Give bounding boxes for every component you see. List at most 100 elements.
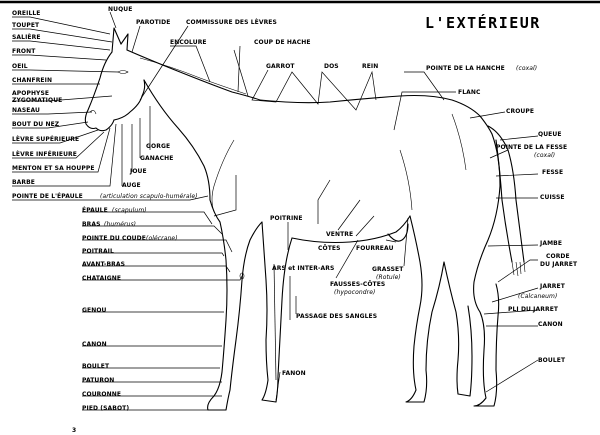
neck-underside <box>143 79 211 201</box>
label-corde-1: CORDE <box>546 253 570 260</box>
label-poitrine: POITRINE <box>270 215 303 222</box>
label-epaule-note: (scapulum) <box>112 207 147 214</box>
label-pointe-hanche: POINTE DE LA HANCHE <box>426 65 505 72</box>
label-ventre: VENTRE <box>326 231 353 238</box>
front-leg-near-back <box>229 221 263 391</box>
label-couronne: COURONNE <box>82 391 121 398</box>
label-levre-inf: LÈVRE INFÉRIEURE <box>12 150 77 158</box>
label-pointe-hanche-note: (coxal) <box>516 65 537 72</box>
label-boulet-left: BOULET <box>82 363 110 370</box>
label-front: FRONT <box>12 48 36 55</box>
haunch-line <box>451 113 467 171</box>
label-menton: MENTON ET SA HOUPPE <box>12 165 95 172</box>
label-pointe-epaule-note: (articulation scapulo-humérale) <box>100 193 198 200</box>
label-rein: REIN <box>362 63 378 70</box>
label-oreille: OREILLE <box>12 10 41 17</box>
label-parotide: PAROTIDE <box>136 19 170 26</box>
label-bras-note: (humérus) <box>104 221 136 228</box>
leader-lines <box>12 11 539 411</box>
chestnut-mark <box>239 272 245 280</box>
label-poitrail: POITRAIL <box>82 248 114 255</box>
flank-line <box>399 149 413 211</box>
label-nuque: NUQUE <box>108 6 132 13</box>
label-hypocondre: (hypocondre) <box>334 289 375 296</box>
label-encolure: ENCOLURE <box>170 39 207 46</box>
label-bout-du-nez: BOUT DU NEZ <box>12 121 60 128</box>
label-cotes: CÔTES <box>318 245 341 252</box>
diagram-title: L'EXTÉRIEUR <box>425 13 541 32</box>
label-pointe-coude: POINTE DU COUDE <box>82 235 146 242</box>
label-bras: BRAS <box>82 221 101 228</box>
belly <box>291 215 411 244</box>
label-flanc: FLANC <box>458 89 481 96</box>
label-fesse: FESSE <box>542 169 563 176</box>
label-fourreau: FOURREAU <box>356 245 394 252</box>
label-zygomatique: ZYGOMATIQUE <box>12 97 62 104</box>
head-profile <box>84 51 115 132</box>
label-naseau: NASEAU <box>12 107 40 114</box>
label-passage-sangles: PASSAGE DES SANGLES <box>296 313 377 320</box>
back-line <box>259 94 493 135</box>
label-jambe: JAMBE <box>539 240 562 247</box>
mane <box>139 57 247 95</box>
label-garrot: GARROT <box>266 63 295 70</box>
label-coup-de-hache: COUP DE HACHE <box>254 39 311 46</box>
label-grasset-note: (Rotule) <box>376 274 401 281</box>
label-auge: AUGE <box>122 182 141 189</box>
label-queue: QUEUE <box>538 131 562 138</box>
hind-leg-rear <box>473 133 501 407</box>
jaw-line <box>113 79 146 121</box>
label-genou: GENOU <box>82 307 107 314</box>
label-levre-sup: LÈVRE SUPÉRIEURE <box>12 135 79 143</box>
label-chanfrein: CHANFREIN <box>12 77 52 84</box>
label-fausses-cotes: FAUSSES-CÔTES <box>330 281 385 288</box>
label-oeil: OEIL <box>12 63 28 70</box>
label-grasset: GRASSET <box>372 266 404 273</box>
label-joue: JOUE <box>129 168 147 175</box>
tail-outer <box>487 125 525 263</box>
labels: OREILLE TOUPET SALIÈRE FRONT OEIL CHANFR… <box>12 6 578 434</box>
label-boulet-right: BOULET <box>538 357 566 364</box>
label-apophyse: APOPHYSE <box>12 90 49 97</box>
label-gorge: GORGE <box>146 143 170 150</box>
nostril <box>89 110 97 115</box>
label-commissure: COMMISSURE DES LÈVRES <box>186 18 277 26</box>
front-leg-far <box>261 221 293 403</box>
shoulder-line <box>211 139 235 213</box>
horse-outline <box>84 27 526 411</box>
label-paturon: PATURON <box>82 377 114 384</box>
ear-left <box>111 27 122 53</box>
label-pied: PIED (SABOT) <box>82 405 129 412</box>
label-pointe-coude-note: (olécrane) <box>146 235 178 242</box>
label-saliere: SALIÈRE <box>12 33 41 41</box>
label-ganache: GANACHE <box>140 155 173 162</box>
label-pointe-fesse: POINTE DE LA FESSE <box>496 144 567 151</box>
label-jarret: JARRET <box>539 283 566 290</box>
label-jarret-note: (Calcaneum) <box>518 293 557 300</box>
label-barbe: BARBE <box>12 179 35 186</box>
label-chataigne: CHATAIGNE <box>82 275 121 282</box>
hind-leg-near <box>405 215 445 403</box>
tail-tip <box>511 261 526 277</box>
label-avant-bras: AVANT-BRAS <box>82 261 125 268</box>
label-canon-right: CANON <box>538 321 563 328</box>
front-leg-near-front <box>207 199 231 411</box>
label-dos: DOS <box>324 63 339 70</box>
label-epaule: ÉPAULE <box>82 206 108 214</box>
label-cuisse: CUISSE <box>540 194 565 201</box>
label-canon-left: CANON <box>82 341 107 348</box>
eye-shape <box>117 70 129 74</box>
label-pli-du-jarret: PLI DU JARRET <box>508 306 559 313</box>
label-ars: ARS et INTER-ARS <box>272 265 334 272</box>
ear-right <box>120 33 129 51</box>
footnote: 3 <box>72 427 76 434</box>
neck-top <box>126 49 261 101</box>
label-pointe-fesse-note: (coxal) <box>534 152 555 159</box>
label-fanon: FANON <box>282 370 306 377</box>
label-corde-2: DU JARRET <box>540 261 578 268</box>
sheath <box>387 223 409 242</box>
label-pointe-epaule: POINTE DE L'ÉPAULE <box>12 192 83 200</box>
label-toupet: TOUPET <box>12 22 40 29</box>
